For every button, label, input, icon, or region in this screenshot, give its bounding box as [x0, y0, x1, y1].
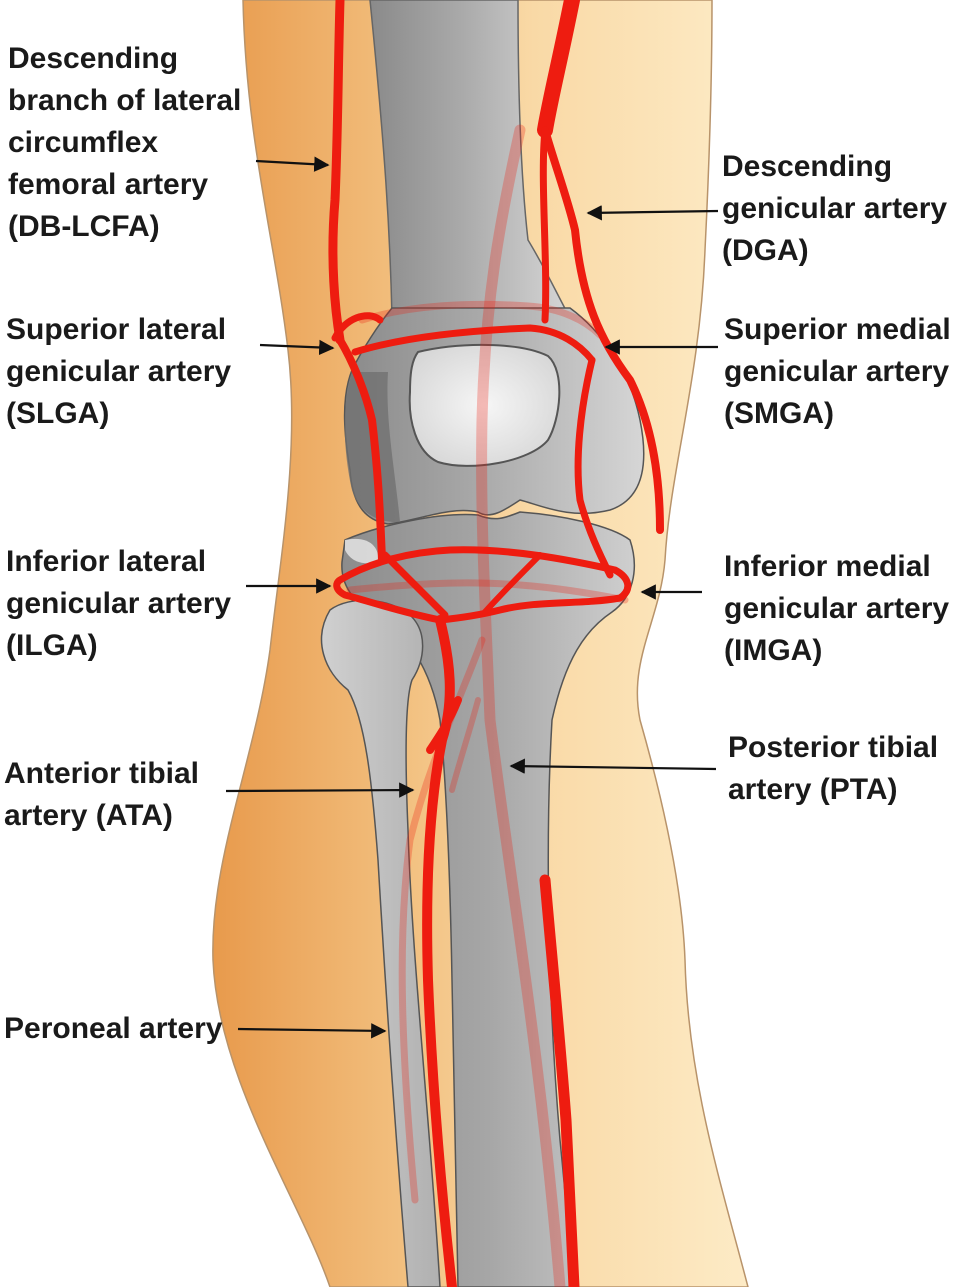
arrow-db-lcfa — [255, 156, 330, 172]
label-db-lcfa-line3: circumflex — [8, 126, 159, 159]
femoral-artery — [537, 0, 580, 138]
arteries — [328, 0, 664, 1287]
slga-vessel — [331, 312, 384, 342]
smga-vessel — [574, 356, 614, 579]
label-ilga-line3: (ILGA) — [6, 629, 98, 662]
arrow-pta — [509, 758, 717, 774]
inferior-cross-vessel — [381, 551, 449, 619]
patella — [408, 343, 561, 467]
label-ata-line1: Anterior tibial — [4, 757, 200, 790]
superior-genicular-arch — [351, 324, 596, 364]
db-lcfa-vessel — [328, 0, 345, 345]
arrow-peroneal — [237, 1023, 387, 1039]
tibia-plateau-highlight — [345, 538, 379, 564]
label-db-lcfa-line4: femoral artery — [8, 168, 209, 201]
arrow-dga — [586, 205, 719, 221]
dga-vessel — [541, 126, 664, 534]
label-smga: Superior medial genicular artery (SMGA) — [724, 309, 951, 435]
arrow-ata — [225, 782, 415, 798]
label-imga-line1: Inferior medial — [724, 550, 931, 583]
label-slga: Superior lateral genicular artery (SLGA) — [6, 309, 231, 435]
label-smga-line1: Superior medial — [724, 313, 951, 346]
label-ata: Anterior tibial artery (ATA) — [4, 753, 199, 837]
pointer-arrows — [225, 156, 719, 1039]
ata-vessel — [422, 615, 457, 1287]
label-slga-line1: Superior lateral — [6, 313, 227, 346]
label-ata-line2: artery (ATA) — [4, 799, 173, 832]
label-pta-line1: Posterior tibial — [728, 731, 939, 764]
label-slga-line2: genicular artery — [6, 355, 232, 388]
label-dga: Descending genicular artery (DGA) — [722, 146, 947, 272]
label-db-lcfa-line1: Descending — [8, 42, 179, 75]
label-imga-line2: genicular artery — [724, 592, 950, 625]
label-dga-line1: Descending — [722, 150, 893, 183]
label-ilga: Inferior lateral genicular artery (ILGA) — [6, 541, 231, 667]
label-ilga-line2: genicular artery — [6, 587, 232, 620]
fibula — [320, 599, 441, 1287]
inferior-genicular-arch — [333, 546, 632, 624]
arrow-slga — [259, 339, 335, 356]
label-dga-line2: genicular artery — [722, 192, 948, 225]
label-db-lcfa-line5: (DB-LCFA) — [8, 210, 160, 243]
label-pta-line2: artery (PTA) — [728, 773, 898, 806]
pta-vessel — [539, 874, 580, 1287]
label-slga-line3: (SLGA) — [6, 397, 110, 430]
femur — [369, 0, 572, 319]
label-dga-line3: (DGA) — [722, 234, 809, 267]
label-imga-line3: (IMGA) — [724, 634, 823, 667]
label-db-lcfa-line2: branch of lateral — [8, 84, 242, 117]
label-db-lcfa: Descending branch of lateral circumflex … — [8, 38, 241, 248]
label-smga-line3: (SMGA) — [724, 397, 834, 430]
dga-branch — [539, 126, 550, 324]
label-smga-line2: genicular artery — [724, 355, 950, 388]
label-peroneal: Peroneal artery — [4, 1008, 222, 1050]
lateral-descending-vessel — [336, 336, 386, 564]
ata-origin — [426, 696, 462, 754]
label-pta: Posterior tibial artery (PTA) — [728, 727, 938, 811]
label-peroneal-line1: Peroneal artery — [4, 1012, 223, 1045]
inferior-cross-vessel-2 — [482, 552, 543, 615]
label-ilga-line1: Inferior lateral — [6, 545, 207, 578]
label-imga: Inferior medial genicular artery (IMGA) — [724, 546, 949, 672]
